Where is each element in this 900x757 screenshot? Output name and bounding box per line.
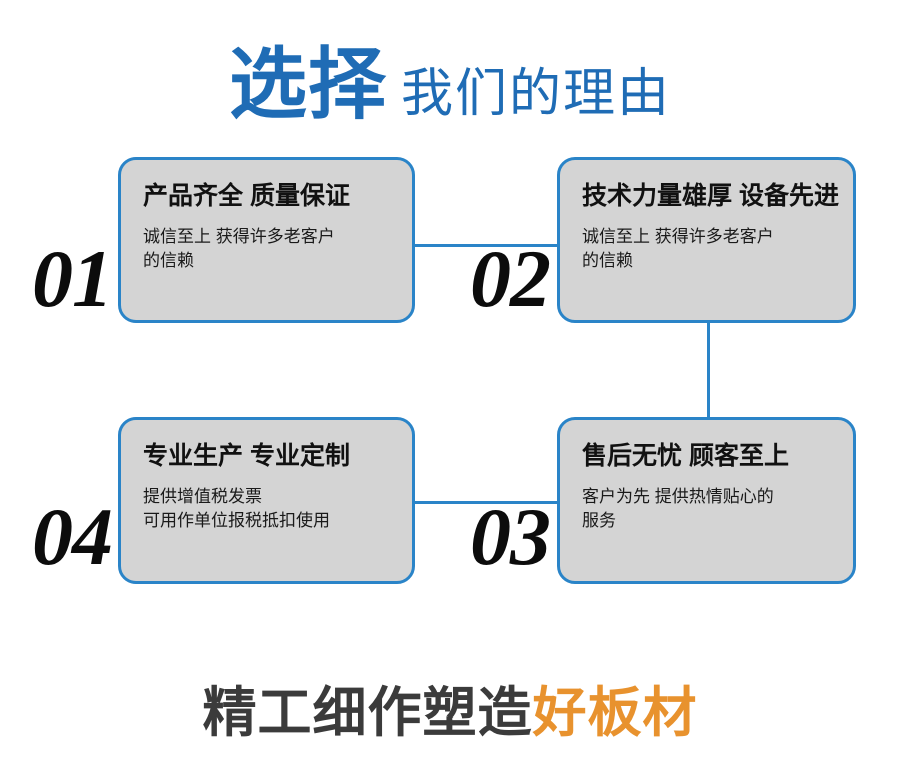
page-title-subtitle: 我们的理由	[401, 65, 672, 123]
feature-card-body: 提供增值税发票 可用作单位报税抵扣使用	[143, 486, 330, 531]
footer-slogan: 精工细作塑造好板材	[0, 668, 900, 747]
feature-number-03: 03	[470, 491, 551, 582]
feature-card-title: 产品齐全 质量保证	[143, 182, 350, 210]
footer-slogan-primary: 精工细作塑造	[202, 683, 533, 743]
footer-slogan-accent: 好板材	[532, 683, 698, 743]
page-title: 选择我们的理由	[0, 22, 900, 134]
feature-card-body: 诚信至上 获得许多老客户 的信赖	[143, 226, 335, 271]
feature-number-02: 02	[470, 233, 551, 324]
feature-number-01: 01	[32, 233, 113, 324]
connector-line-02-to-03	[707, 320, 710, 419]
feature-card-body: 客户为先 提供热情贴心的 服务	[582, 486, 774, 531]
connector-line-01-to-02	[414, 244, 559, 247]
feature-card-title: 售后无忧 顾客至上	[582, 442, 789, 470]
feature-card-04: 专业生产 专业定制 提供增值税发票 可用作单位报税抵扣使用	[118, 417, 415, 584]
feature-number-04: 04	[32, 491, 113, 582]
feature-card-03: 售后无忧 顾客至上 客户为先 提供热情贴心的 服务	[557, 417, 856, 584]
page-title-emphasis: 选择	[228, 40, 387, 128]
feature-card-02: 技术力量雄厚 设备先进 诚信至上 获得许多老客户 的信赖	[557, 157, 856, 323]
feature-card-01: 产品齐全 质量保证 诚信至上 获得许多老客户 的信赖	[118, 157, 415, 323]
connector-line-03-to-04	[414, 501, 559, 504]
feature-card-body: 诚信至上 获得许多老客户 的信赖	[582, 226, 774, 271]
feature-card-title: 技术力量雄厚 设备先进	[582, 182, 839, 210]
feature-card-title: 专业生产 专业定制	[143, 442, 350, 470]
